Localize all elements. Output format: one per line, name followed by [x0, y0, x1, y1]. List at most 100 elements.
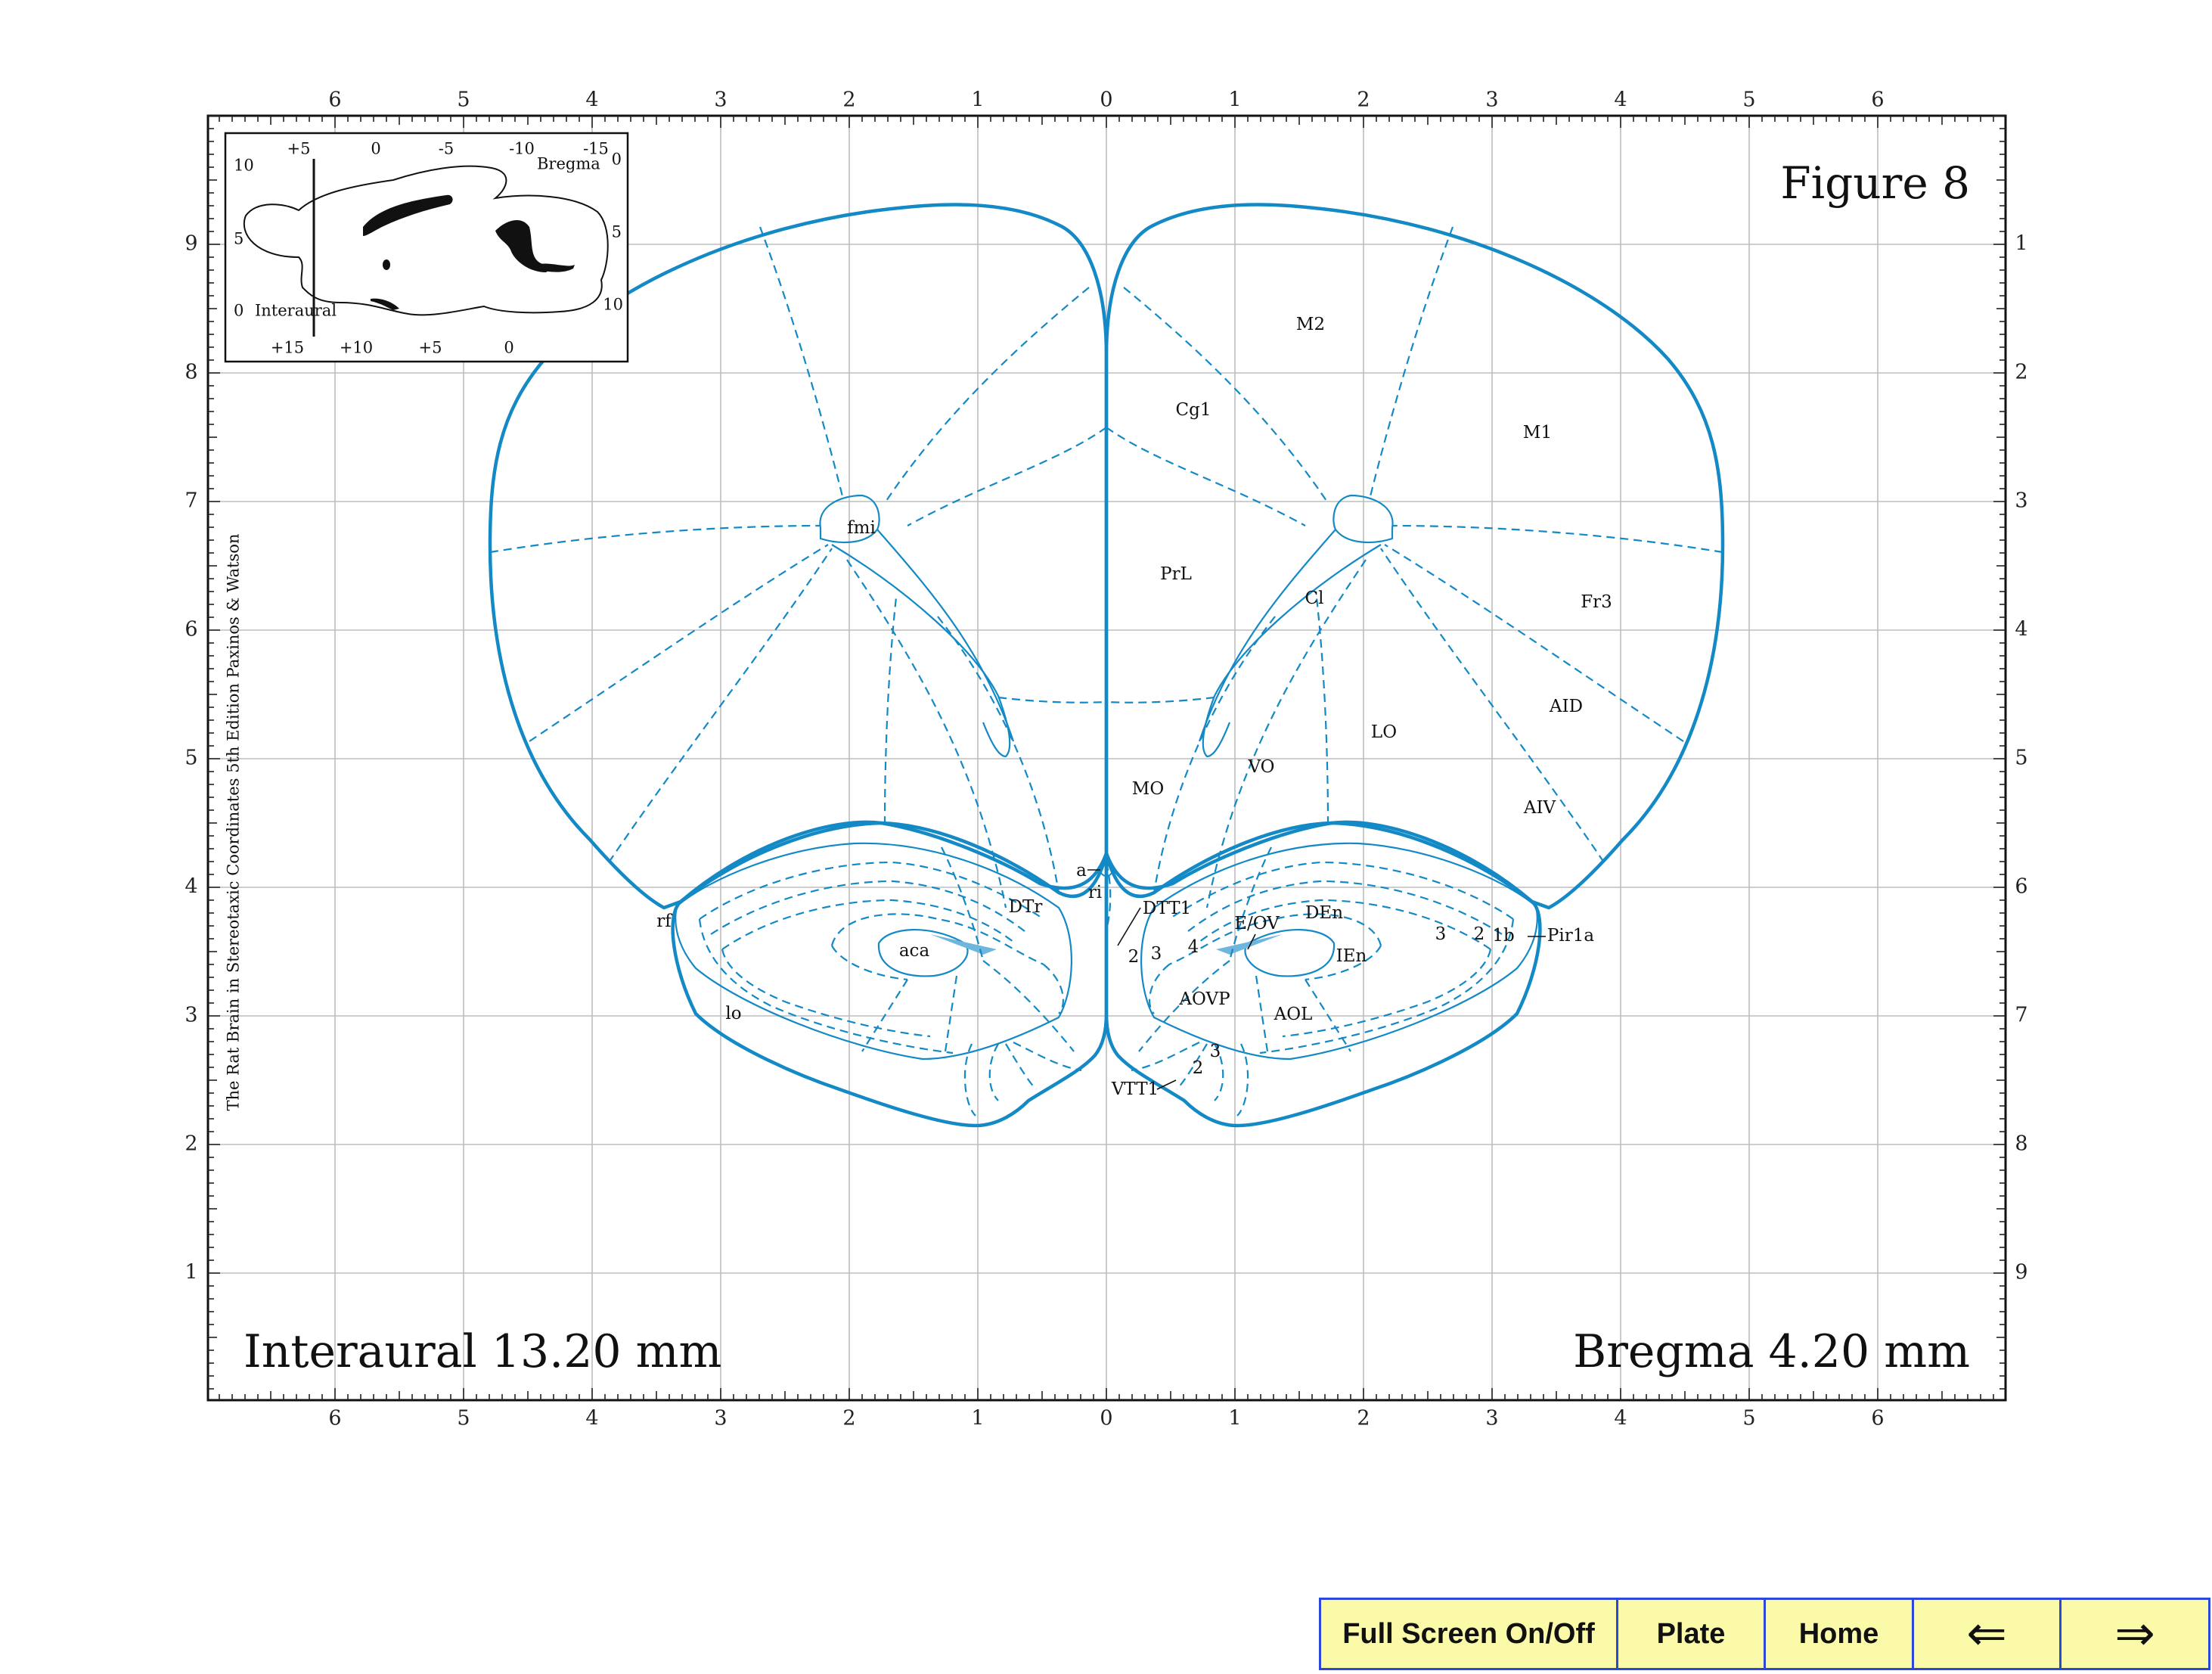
right-tick-label: 9: [2015, 1261, 2027, 1284]
inset-left-label: 0: [234, 302, 244, 320]
bottom-tick-label: 6: [1871, 1407, 1884, 1430]
top-tick-label: 3: [1485, 89, 1498, 112]
left-aca-shading: [930, 934, 997, 955]
bottom-tick-label: 0: [1100, 1407, 1112, 1430]
inset-top-label: +5: [287, 140, 311, 158]
region-label-dtr: DTr: [1009, 897, 1043, 917]
previous-button[interactable]: ⇐: [1914, 1600, 2062, 1668]
axis-ticks: [208, 115, 2006, 1400]
inset-top-label: -5: [439, 140, 454, 158]
region-label-vo: VO: [1247, 757, 1274, 777]
top-tick-label: 5: [457, 89, 470, 112]
bottom-tick-label: 1: [1228, 1407, 1241, 1430]
inset-nucleus: [383, 259, 390, 270]
top-tick-label: 1: [971, 89, 984, 112]
left-tick-label: 2: [185, 1132, 197, 1156]
inset-hippocampus: [537, 263, 575, 272]
inset-right-label: 0: [612, 151, 622, 169]
next-button[interactable]: ⇒: [2062, 1600, 2208, 1668]
region-label-vtt1: VTT1: [1111, 1079, 1159, 1099]
left-tick-label: 8: [185, 361, 197, 384]
bottom-tick-label: 6: [328, 1407, 341, 1430]
region-boundaries: [489, 226, 1723, 1117]
inset-left-label: 10: [234, 157, 254, 175]
plate-button[interactable]: Plate: [1618, 1600, 1766, 1668]
left-anterior-commissure: [877, 929, 969, 977]
figure-title: Figure 8: [1780, 157, 1970, 209]
region-label-fr3: Fr3: [1581, 592, 1612, 612]
home-button[interactable]: Home: [1766, 1600, 1914, 1668]
sagittal-inset: +5 0 -5 -10 -15 +15 +10 +5 0 10 5 0 0 5 …: [224, 132, 629, 363]
right-tick-label: 3: [2015, 489, 2027, 513]
right-tick-label: 1: [2015, 232, 2027, 256]
left-tick-label: 9: [185, 232, 197, 256]
inset-top-label: -15: [583, 140, 609, 158]
region-label-a: a: [1076, 861, 1087, 880]
bottom-tick-label: 3: [714, 1407, 727, 1430]
left-tick-label: 6: [185, 618, 197, 641]
region-label-ien: IEn: [1336, 946, 1367, 966]
right-tick-label: 7: [2015, 1004, 2027, 1027]
region-label-fmi: fmi: [847, 518, 876, 538]
right-fmi-tract: [1202, 544, 1382, 758]
top-tick-label: 2: [1357, 89, 1370, 112]
right-axis: 1 2 3 4 5 6 7 8 9: [2015, 232, 2027, 1284]
top-tick-label: 6: [1871, 89, 1884, 112]
region-label-pir1a: Pir1a: [1547, 926, 1594, 946]
leader-lines: [1087, 869, 1546, 1090]
region-label-mo: MO: [1132, 779, 1164, 799]
region-labels: M2 M1 Cg1 PrL fmi Cl Fr3 AID LO VO MO AI…: [656, 315, 1612, 1099]
region-label-layer3-right: 3: [1435, 924, 1447, 944]
inset-bottom-label: 0: [504, 339, 513, 357]
left-forceps-minor: [819, 494, 880, 544]
bottom-tick-label: 4: [1614, 1407, 1627, 1430]
region-label-layer2-right: 2: [1474, 924, 1485, 944]
left-tick-label: 1: [185, 1261, 197, 1284]
plate-label: Plate: [1656, 1617, 1726, 1650]
inset-bottom-label: +15: [271, 339, 304, 357]
right-tick-label: 8: [2015, 1132, 2027, 1156]
region-label-layer3-left: 3: [1151, 944, 1162, 964]
right-fmi-tract: [1198, 529, 1336, 742]
top-tick-label: 3: [714, 89, 727, 112]
region-label-layer1b: 1b: [1492, 926, 1514, 946]
inset-top-label: -10: [509, 140, 535, 158]
bottom-tick-label: 2: [1357, 1407, 1370, 1430]
brain-section: [488, 203, 1725, 1128]
fullscreen-toggle-button[interactable]: Full Screen On/Off: [1321, 1600, 1618, 1668]
top-tick-label: 4: [585, 89, 598, 112]
region-label-aol: AOL: [1274, 1005, 1313, 1024]
top-tick-label: 0: [1100, 89, 1112, 112]
left-tick-label: 7: [185, 489, 197, 513]
region-label-den: DEn: [1305, 903, 1343, 923]
fullscreen-label: Full Screen On/Off: [1342, 1617, 1595, 1650]
region-label-e-ov: E/OV: [1234, 914, 1280, 933]
inset-olfactory-tract: [371, 298, 399, 310]
region-label-layer2-bottom: 2: [1193, 1058, 1204, 1078]
home-label: Home: [1798, 1617, 1879, 1650]
bottom-tick-label: 5: [1742, 1407, 1755, 1430]
region-label-dtt1: DTT1: [1143, 899, 1191, 918]
inset-left-label: 5: [234, 230, 244, 248]
right-hemisphere-outline: [1104, 203, 1725, 910]
inset-right-label: 10: [603, 296, 623, 314]
book-caption: The Rat Brain in Stereotaxic Coordinates…: [225, 533, 243, 1110]
region-label-m1: M1: [1523, 423, 1552, 443]
inset-bregma-label: Bregma: [537, 155, 600, 173]
region-label-cl: Cl: [1305, 589, 1324, 608]
region-label-lo: LO: [1371, 722, 1397, 742]
right-tick-label: 4: [2015, 618, 2027, 641]
left-fmi-tract: [831, 544, 1011, 758]
right-aca-shading: [1216, 934, 1283, 955]
region-label-aid: AID: [1549, 697, 1583, 716]
region-label-aiv: AIV: [1523, 798, 1556, 818]
top-tick-label: 6: [328, 89, 341, 112]
region-label-prl: PrL: [1160, 564, 1192, 584]
inset-ventricle: [495, 219, 549, 272]
region-label-aovp: AOVP: [1178, 989, 1230, 1009]
region-label-layer3-bottom: 3: [1210, 1042, 1221, 1061]
bottom-tick-label: 5: [457, 1407, 470, 1430]
left-olfactory-outline: [671, 821, 1109, 1128]
right-olfactory-outline: [1104, 821, 1542, 1128]
right-tick-label: 6: [2015, 875, 2027, 899]
